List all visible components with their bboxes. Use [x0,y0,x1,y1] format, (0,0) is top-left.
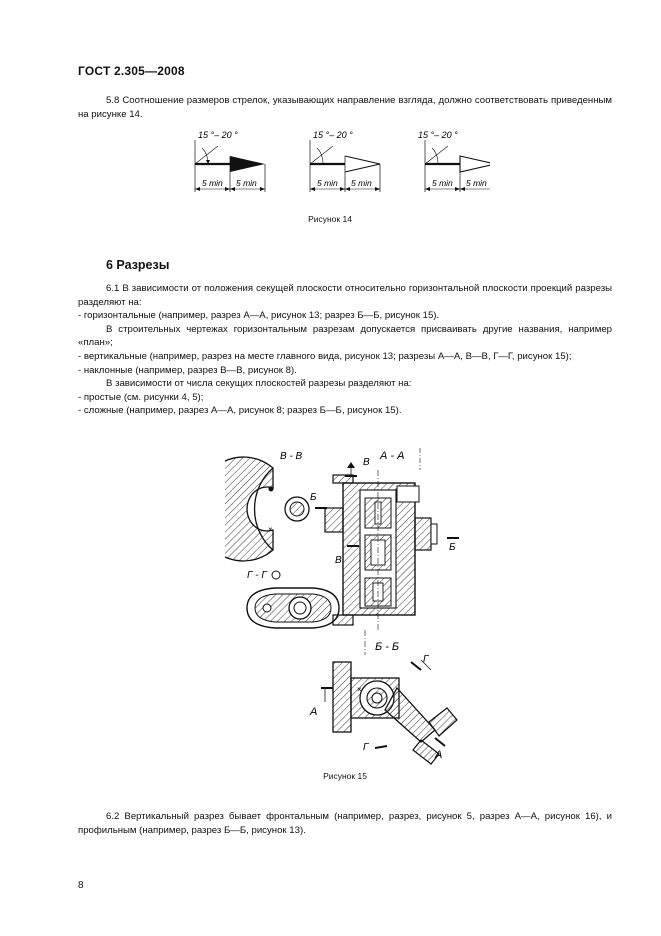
dim-label-3a: 5 min [432,178,453,188]
list-item-horizontal: - горизонтальные (например, разрез А—А, … [78,310,440,322]
paragraph-5-8: 5.8 Соотношение размеров стрелок, указыв… [78,95,612,120]
page-number: 8 [78,880,84,891]
section-vv-view: × [225,456,310,562]
paragraph-6-2: 6.2 Вертикальный разрез бывает фронтальн… [78,811,612,836]
dim-label-2a: 5 min [317,178,338,188]
figure-14-caption: Рисунок 14 [308,214,352,224]
label-section-aa: А - А [379,450,404,462]
dim-label-3b: 5 min [466,178,487,188]
section-6-title: 6 Разрезы [106,258,170,272]
angle-label-3: 15 °– 20 ° [418,130,458,140]
list-item-vertical: - вертикальные (например, разрез на мест… [78,350,572,362]
angle-label-1: 15 °– 20 ° [198,130,238,140]
paragraph-construction-note: В строительных чертежах горизонтальным р… [78,323,612,349]
arrow-variant-3: 15 °– 20 ° 5 min 5 min [418,130,490,192]
label-v-top: В [363,457,370,468]
label-section-vv: В - В [280,451,303,462]
figure-15-caption: Рисунок 15 [323,771,367,781]
label-section-bb: Б - Б [375,641,399,653]
figure-15-drawing: В - В × Г - Г А - А [225,448,459,765]
label-b-right: Б [449,542,456,553]
label-v-bottom: В [335,555,342,566]
label-a-left: А [309,706,317,718]
document-code: ГОСТ 2.305—2008 [78,64,185,78]
label-a-bottom: А [434,749,442,761]
center-mark-bb: × [357,685,362,694]
dim-label-2b: 5 min [351,178,372,188]
section-6-1-text: 6.1 В зависимости от положения секущей п… [78,282,612,418]
list-item-simple: - простые (см. рисунки 4, 5); [78,391,204,403]
arrow-variant-2: 15 °– 20 ° 5 min 5 min [309,130,381,192]
list-item-inclined: - наклонные (например, разрез В—В, рисун… [78,364,297,376]
label-section-gg: Г - Г [247,570,268,581]
paragraph-6-1-intro: 6.1 В зависимости от положения секущей п… [78,283,612,308]
section-aa-view [324,470,438,630]
dim-label-1b: 5 min [236,178,257,188]
dim-label-1a: 5 min [202,178,223,188]
center-mark-x: × [268,525,273,534]
angle-label-2: 15 °– 20 ° [313,130,353,140]
label-g-bottom: Г [363,742,370,753]
arrow-variant-1: 15 °– 20 ° 5 min 5 min [194,130,266,192]
list-item-complex: - сложные (например, разрез А—А, рисунок… [78,405,402,417]
section-bb-view: × [332,661,458,765]
section-gg-view [246,587,340,629]
label-b-left: Б [310,492,317,503]
label-g-top: Г [423,654,430,665]
figure-14-arrows: 15 °– 20 ° 5 min 5 min 15 °– 20 ° 5 min … [194,130,490,192]
paragraph-count-intro: В зависимости от числа секущих плоскосте… [106,378,412,390]
